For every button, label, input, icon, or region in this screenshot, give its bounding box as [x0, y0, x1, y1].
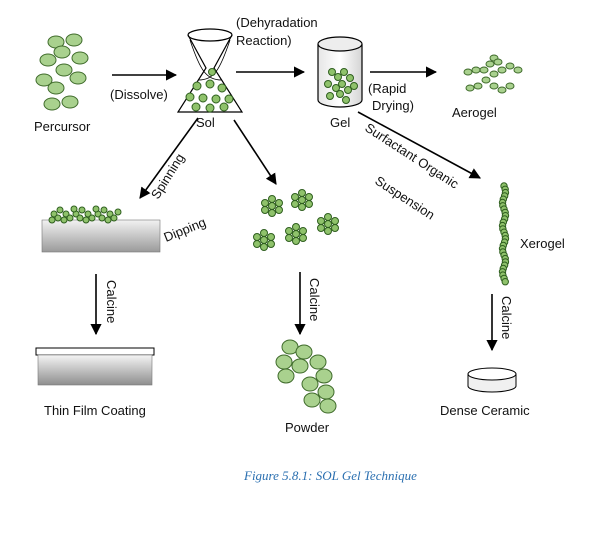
powder-particles	[275, 339, 337, 414]
arrow-to-powder	[233, 119, 277, 185]
reaction-label-line1: (Dehyradation	[236, 15, 318, 30]
dense-ceramic-label: Dense Ceramic	[440, 403, 530, 418]
sol-vessel	[176, 28, 244, 113]
reaction-label-line2: Reaction)	[236, 33, 292, 48]
dense-ceramic-disc	[467, 367, 517, 393]
dipping-label: Dipping	[162, 214, 209, 244]
calcine-right-label: Calcine	[499, 296, 514, 339]
calcine-left-label: Calcine	[104, 280, 119, 323]
thin-film-label: Thin Film Coating	[44, 403, 146, 418]
sol-label: Sol	[196, 115, 215, 130]
powder-label: Powder	[285, 420, 330, 435]
arrow-spinning	[139, 117, 199, 199]
figure-caption: Figure 5.8.1: SOL Gel Technique	[243, 468, 417, 483]
suspension-label: Suspension	[372, 173, 437, 223]
precursor-particles	[35, 33, 89, 111]
xerogel-label: Xerogel	[520, 236, 565, 251]
aerogel-label: Aerogel	[452, 105, 497, 120]
rapid-label-line1: (Rapid	[368, 81, 406, 96]
aerogel-structure	[463, 54, 523, 94]
dip-coated-substrate	[41, 205, 161, 253]
dissolve-label: (Dissolve)	[110, 87, 168, 102]
gel-label: Gel	[330, 115, 350, 130]
calcine-mid-label: Calcine	[307, 278, 322, 321]
arrow-to-xerogel	[357, 111, 481, 179]
particle-clusters	[253, 189, 339, 251]
xerogel-column	[498, 182, 510, 286]
precursor-label: Percursor	[34, 119, 91, 134]
xerogel-bead	[501, 278, 509, 286]
gel-container	[317, 36, 363, 108]
thin-film-slab	[35, 347, 155, 386]
spinning-label: Spinning	[148, 151, 188, 202]
rapid-label-line2: Drying)	[372, 98, 414, 113]
